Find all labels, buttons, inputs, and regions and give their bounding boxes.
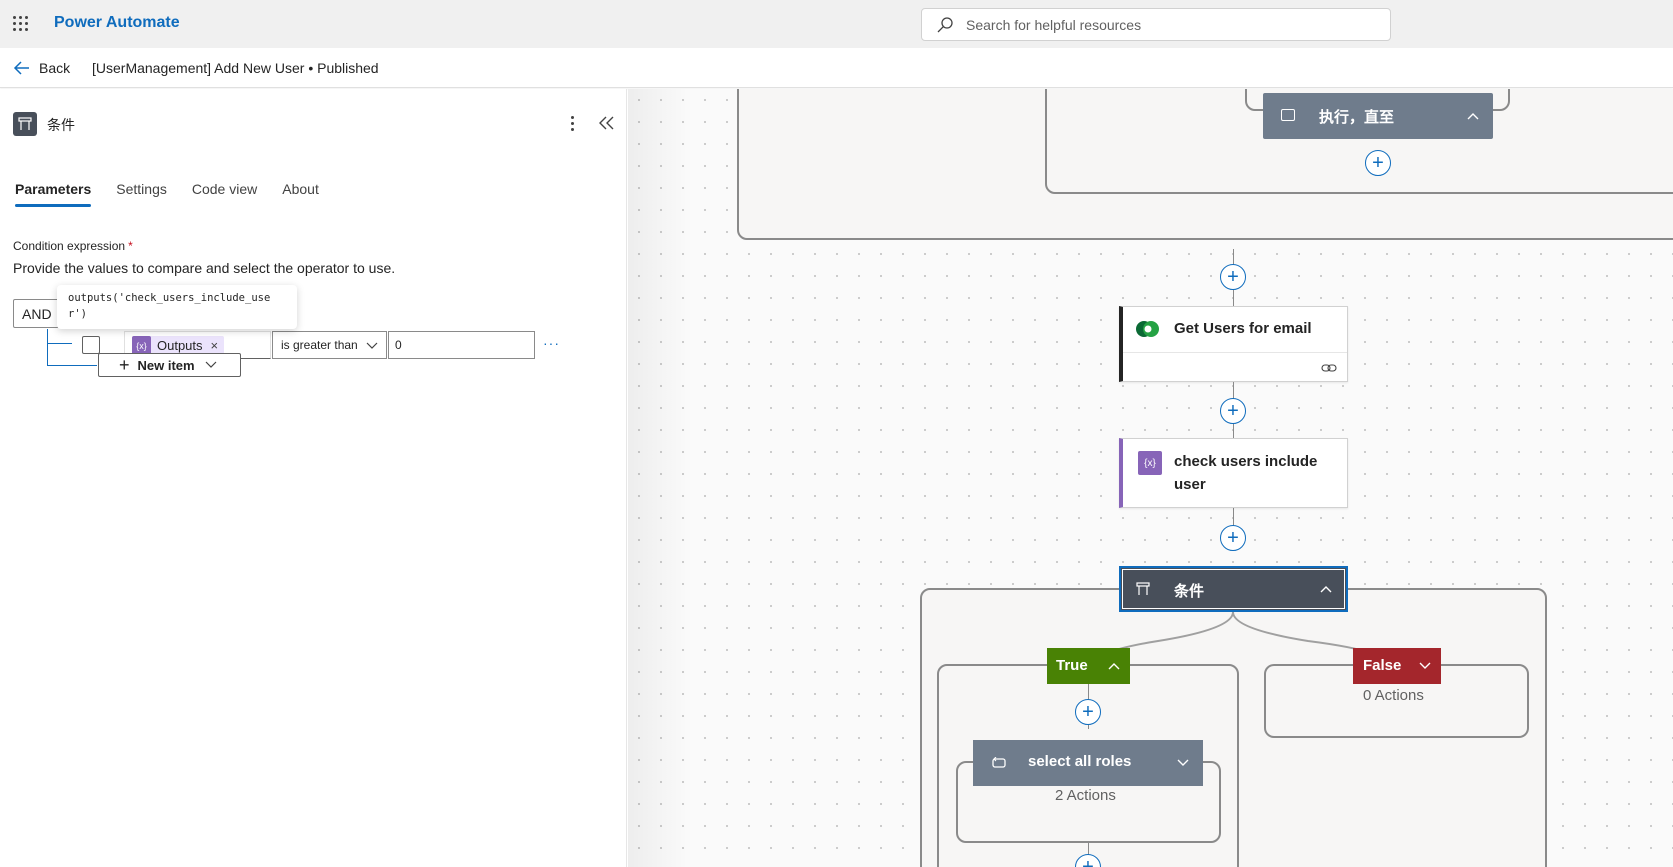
tab-parameters[interactable]: Parameters xyxy=(15,181,92,207)
dataverse-icon xyxy=(1135,318,1161,340)
add-action-button[interactable]: + xyxy=(1365,150,1391,176)
chevron-down-icon[interactable] xyxy=(1419,662,1431,670)
back-button[interactable]: Back xyxy=(13,59,70,77)
chevron-down-icon xyxy=(366,342,378,349)
row-checkbox[interactable] xyxy=(82,336,100,354)
panel-tabs: Parameters Settings Code view About xyxy=(15,181,344,207)
flow-title: [UserManagement] Add New User • Publishe… xyxy=(92,60,379,76)
tree-connector xyxy=(47,365,97,366)
token-label: Outputs xyxy=(157,338,203,353)
tree-connector xyxy=(47,343,72,344)
condition-card-selected[interactable]: 条件 xyxy=(1119,566,1348,612)
row-more-options-icon[interactable]: ··· xyxy=(543,335,560,351)
condition-description: Provide the values to compare and select… xyxy=(13,260,396,276)
do-until-card[interactable]: 执行，直至 xyxy=(1263,93,1493,139)
flow-canvas[interactable]: 执行，直至 + + Get Users for email + {x} chec… xyxy=(628,89,1673,867)
group-operator-select[interactable]: AND xyxy=(13,299,59,328)
add-icon: + xyxy=(119,355,130,375)
chevron-up-icon[interactable] xyxy=(1108,662,1120,670)
search-box[interactable]: Search for helpful resources xyxy=(921,8,1391,41)
action-details-panel: 条件 Parameters Settings Code view About C… xyxy=(0,89,627,867)
select-roles-actions-count: 2 Actions xyxy=(1055,787,1116,804)
compose-card[interactable]: {x} check users include user xyxy=(1119,438,1348,508)
false-label: False xyxy=(1363,657,1402,674)
dynamic-content-token[interactable]: {x} Outputs × xyxy=(132,336,225,355)
condition-icon xyxy=(1136,582,1150,595)
search-icon xyxy=(936,16,954,34)
loop-icon xyxy=(992,757,1006,768)
required-mark: * xyxy=(128,239,133,253)
add-action-button[interactable]: + xyxy=(1220,525,1246,551)
new-item-label: New item xyxy=(137,357,195,373)
add-action-button[interactable]: + xyxy=(1220,398,1246,424)
app-title[interactable]: Power Automate xyxy=(54,14,180,31)
add-action-button[interactable]: + xyxy=(1075,699,1101,725)
compose-title: check users include user xyxy=(1174,453,1318,493)
app-launcher-icon[interactable] xyxy=(13,16,29,32)
true-branch-header[interactable]: True xyxy=(1047,648,1130,684)
get-users-title: Get Users for email xyxy=(1174,320,1312,337)
link-icon[interactable] xyxy=(1321,362,1337,374)
false-branch-header[interactable]: False xyxy=(1353,648,1441,684)
chevron-up-icon[interactable] xyxy=(1320,585,1332,593)
get-users-card[interactable]: Get Users for email xyxy=(1119,306,1348,382)
more-options-icon[interactable] xyxy=(564,111,580,135)
left-operand-field[interactable]: {x} Outputs × xyxy=(124,331,271,359)
new-item-button[interactable]: + New item xyxy=(98,353,241,377)
collapse-panel-icon[interactable] xyxy=(597,113,617,133)
back-label: Back xyxy=(39,60,71,76)
do-until-label: 执行，直至 xyxy=(1319,109,1395,126)
add-action-button[interactable]: + xyxy=(1220,264,1246,290)
canvas-edge-shadow xyxy=(628,89,688,867)
chevron-up-icon[interactable] xyxy=(1467,112,1479,120)
select-roles-card[interactable]: select all roles xyxy=(973,740,1203,786)
tree-connector xyxy=(47,329,48,366)
condition-expression-label: Condition expression* xyxy=(13,239,133,253)
operator-select[interactable]: is greater than xyxy=(272,331,387,359)
arrow-left-icon xyxy=(13,61,29,75)
card-divider xyxy=(1123,352,1347,353)
expression-icon: {x} xyxy=(1138,451,1162,475)
operator-value: is greater than xyxy=(281,338,358,352)
chevron-down-icon xyxy=(205,361,217,368)
top-bar: Power Automate Search for helpful resour… xyxy=(0,0,1673,48)
expression-icon: {x} xyxy=(132,336,151,355)
tab-settings[interactable]: Settings xyxy=(116,181,167,197)
panel-title: 条件 xyxy=(47,117,75,133)
flow-header-bar: Back [UserManagement] Add New User • Pub… xyxy=(0,48,1673,88)
do-until-icon xyxy=(1281,109,1295,121)
false-actions-count: 0 Actions xyxy=(1363,687,1424,704)
select-roles-label: select all roles xyxy=(1028,753,1132,770)
condition-label: 条件 xyxy=(1174,583,1205,600)
true-label: True xyxy=(1056,657,1088,674)
condition-icon xyxy=(13,112,37,136)
right-operand-input[interactable]: 0 xyxy=(388,331,535,359)
chevron-down-icon[interactable] xyxy=(1177,759,1189,767)
tab-about[interactable]: About xyxy=(282,181,319,197)
remove-token-icon[interactable]: × xyxy=(210,338,219,353)
tab-code-view[interactable]: Code view xyxy=(191,181,258,197)
search-input[interactable]: Search for helpful resources xyxy=(966,16,1142,33)
expression-tooltip: outputs('check_users_include_user') xyxy=(57,285,297,329)
